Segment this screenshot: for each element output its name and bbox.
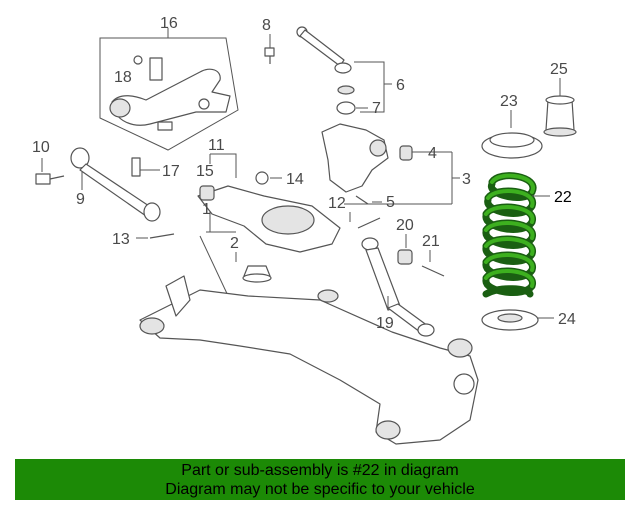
callout-17[interactable]: 17 xyxy=(162,163,180,180)
part-5-bolt[interactable] xyxy=(355,195,382,205)
callout-4[interactable]: 4 xyxy=(428,145,437,162)
callout-5[interactable]: 5 xyxy=(386,194,395,211)
callout-1[interactable]: 1 xyxy=(202,201,211,218)
callout-15[interactable]: 15 xyxy=(196,163,214,180)
part-24-lower-seat[interactable] xyxy=(481,309,554,331)
part-16-assembly[interactable] xyxy=(99,28,239,151)
part-14-nut[interactable] xyxy=(255,171,282,185)
callout-12[interactable]: 12 xyxy=(328,195,346,212)
suspension-exploded-diagram: 16 8 6 7 18 10 9 17 11 15 14 4 3 5 12 13… xyxy=(32,15,577,445)
part-8-bolt[interactable] xyxy=(264,34,275,64)
part-23-upper-seat[interactable] xyxy=(481,110,543,159)
part-20-bushing[interactable] xyxy=(397,234,413,265)
rear-subframe[interactable] xyxy=(139,231,479,445)
callout-20[interactable]: 20 xyxy=(396,217,414,234)
notice-line-1: Part or sub-assembly is #22 in diagram xyxy=(181,462,459,479)
callout-9[interactable]: 9 xyxy=(76,191,85,208)
part-15-bushing[interactable] xyxy=(199,185,215,201)
callout-24[interactable]: 24 xyxy=(558,311,576,328)
callout-19[interactable]: 19 xyxy=(376,315,394,332)
callout-11[interactable]: 11 xyxy=(208,137,225,154)
part-3-knuckle[interactable] xyxy=(321,123,460,205)
part-1-lower-arm[interactable] xyxy=(197,153,341,253)
callout-6[interactable]: 6 xyxy=(396,77,405,94)
part-2-bumper[interactable] xyxy=(235,252,272,283)
part-21-bolt[interactable] xyxy=(421,250,445,277)
part-10-bolt[interactable] xyxy=(35,158,65,185)
callout-22[interactable]: 22 xyxy=(554,189,572,206)
part-6-upper-link[interactable] xyxy=(296,26,392,113)
callout-23[interactable]: 23 xyxy=(500,93,518,110)
callout-18[interactable]: 18 xyxy=(114,69,132,86)
callout-7[interactable]: 7 xyxy=(372,100,381,117)
part-22-coil-spring[interactable] xyxy=(482,172,550,298)
callout-2[interactable]: 2 xyxy=(230,235,239,252)
part-4-bushing[interactable] xyxy=(399,145,413,161)
notice-banner: Part or sub-assembly is #22 in diagram D… xyxy=(15,459,625,500)
callout-10[interactable]: 10 xyxy=(32,139,50,156)
callout-8[interactable]: 8 xyxy=(262,17,271,34)
part-13-bolt[interactable] xyxy=(136,233,175,239)
callout-16[interactable]: 16 xyxy=(160,15,178,32)
notice-line-2: Diagram may not be specific to your vehi… xyxy=(165,481,475,498)
callout-25[interactable]: 25 xyxy=(550,61,568,78)
part-19-shock-absorber[interactable] xyxy=(361,237,435,337)
part-17-bolt[interactable] xyxy=(131,157,160,177)
part-25-bump-stop[interactable] xyxy=(543,78,577,137)
callout-21[interactable]: 21 xyxy=(422,233,440,250)
part-9-lateral-link[interactable] xyxy=(70,147,161,222)
callout-3[interactable]: 3 xyxy=(462,171,471,188)
part-7-bushing[interactable] xyxy=(336,85,368,115)
callout-13[interactable]: 13 xyxy=(112,231,130,248)
part-12-bolt[interactable] xyxy=(349,212,381,229)
callout-14[interactable]: 14 xyxy=(286,171,304,188)
